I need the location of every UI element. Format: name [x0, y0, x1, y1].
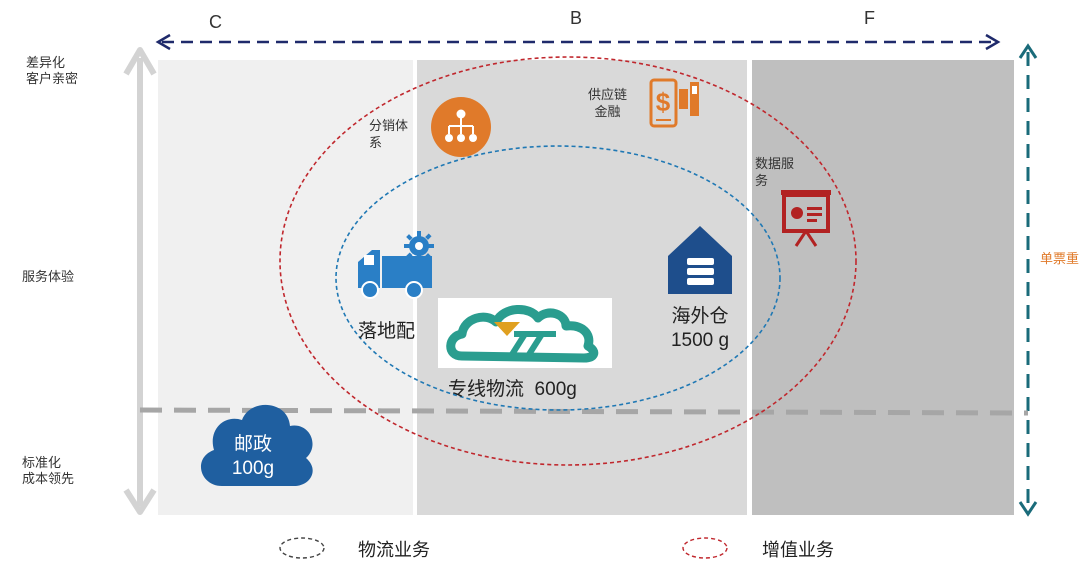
postal-label-line1: 邮政	[233, 434, 272, 455]
segment-axis-arrow	[155, 33, 1001, 51]
truck-gear-icon	[358, 231, 434, 299]
y-axis-top-label: 差异化 客户亲密	[26, 55, 78, 87]
y-axis-bottom-label: 标准化 成本领先	[22, 455, 74, 487]
data-service-label-line1: 数据服	[755, 156, 795, 171]
segment-b-label: B	[570, 8, 583, 28]
data-service-label: 数据服 务	[755, 155, 794, 189]
overseas-label-line2: 1500 g	[670, 330, 730, 351]
y-axis-bottom-line2: 成本领先	[22, 471, 75, 486]
right-axis-arrow	[1018, 43, 1038, 517]
zone-f	[752, 60, 1014, 515]
segment-f-label: F	[864, 8, 875, 28]
share-network-icon	[431, 97, 491, 157]
dedicated-line-label: 专线物流 600g	[448, 379, 577, 400]
supply-finance-label-line2: 金融	[594, 104, 621, 119]
segment-c-label: C	[209, 12, 222, 32]
overseas-label-line1: 海外仓	[671, 306, 729, 327]
svg-text:$: $	[656, 87, 671, 117]
supply-finance-label: 供应链 金融	[588, 86, 627, 120]
data-board-icon	[781, 190, 831, 247]
value-added-ellipse	[279, 56, 857, 466]
legend-logistics-label: 物流业务	[358, 540, 430, 560]
standard-divider-line	[139, 407, 1029, 416]
data-service-label-line2: 务	[755, 173, 769, 188]
distribution-label-line1: 分销体	[369, 118, 409, 133]
logistics-ellipse	[335, 145, 781, 411]
y-axis-top-line1: 差异化	[26, 55, 66, 70]
postal-label: 邮政 100g	[222, 433, 284, 481]
finance-icon: $	[649, 78, 699, 128]
right-axis-label: 单票重	[1040, 251, 1080, 266]
distribution-label: 分销体 系	[369, 117, 408, 151]
legend-value-added-label: 增值业务	[762, 540, 834, 560]
y-axis-middle-label: 服务体验	[22, 269, 75, 284]
supply-finance-label-line1: 供应链	[588, 87, 628, 102]
cloud-logo	[438, 298, 612, 368]
legend-logistics-swatch	[279, 537, 325, 559]
cloud-icon	[200, 404, 313, 486]
overseas-warehouse-label: 海外仓 1500 g	[662, 305, 738, 353]
legend-value-added-swatch	[682, 537, 728, 559]
postal-label-line2: 100g	[231, 458, 275, 479]
y-axis-bottom-line1: 标准化	[22, 455, 62, 470]
y-axis-top-line2: 客户亲密	[26, 71, 79, 86]
distribution-label-line2: 系	[369, 135, 383, 150]
left-axis-arrow	[123, 47, 157, 515]
warehouse-icon	[668, 226, 732, 294]
last-mile-label: 落地配	[358, 321, 416, 342]
